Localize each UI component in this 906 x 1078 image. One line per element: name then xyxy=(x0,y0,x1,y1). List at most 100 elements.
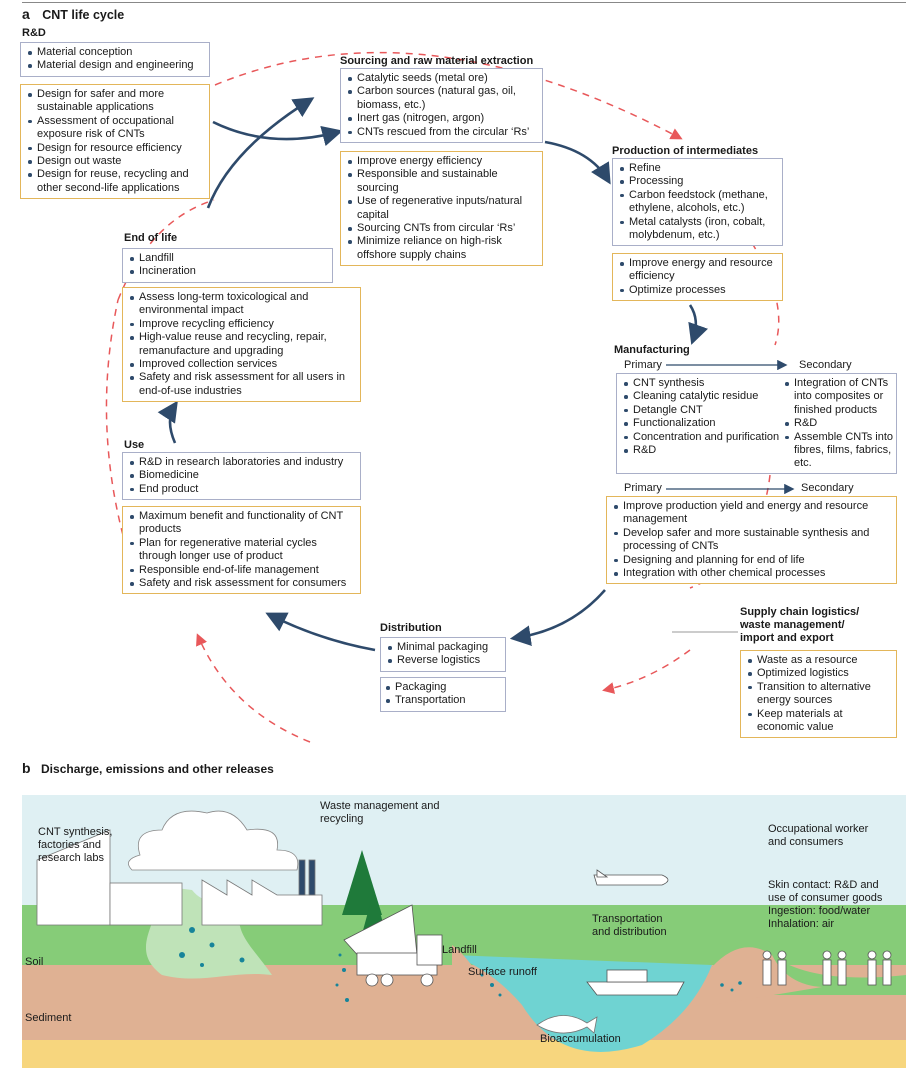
list-item: Improve energy and resource efficiency xyxy=(619,257,776,284)
production-title: Production of intermediates xyxy=(612,145,759,157)
list-item: CNT synthesis xyxy=(623,377,783,390)
label-factories: factories and xyxy=(38,839,101,851)
list-item: Transportation xyxy=(385,694,499,707)
list-item: Material conception xyxy=(27,46,203,59)
list-item: Optimized logistics xyxy=(747,667,890,680)
sourcing-title: Sourcing and raw material extraction xyxy=(340,55,534,67)
label-exposure: Inhalation: air xyxy=(768,918,834,930)
label-factories: research labs xyxy=(38,852,105,864)
list-item: Safety and risk assessment for all users… xyxy=(129,371,354,398)
list-item: Minimal packaging xyxy=(387,641,499,654)
list-item: Improved collection services xyxy=(129,358,354,371)
secondary-label: Secondary xyxy=(801,482,854,494)
label-transport: and distribution xyxy=(592,926,667,938)
research-lab-building xyxy=(36,829,183,926)
rd-goals: Design for safer and more sustainable ap… xyxy=(20,84,210,200)
end-of-life-title: End of life xyxy=(124,232,178,244)
list-item: Material design and engineering xyxy=(27,59,203,72)
label-transport: Transportation xyxy=(592,913,663,925)
list-item: Incineration xyxy=(129,265,326,278)
list-item: Carbon feedstock (methane, ethylene, alc… xyxy=(619,189,776,216)
list-item: Cleaning catalytic residue xyxy=(623,390,783,403)
list-item: Improve production yield and energy and … xyxy=(613,500,890,527)
label-exposure: Skin contact: R&D and xyxy=(768,879,879,891)
sand-layer xyxy=(22,1040,906,1068)
panel-letter: b xyxy=(22,760,31,776)
list-item: Improve recycling efficiency xyxy=(129,318,354,331)
list-item: Assess long-term toxicological and envir… xyxy=(129,291,354,318)
list-item: Improve energy efficiency xyxy=(347,155,536,168)
list-item: Maximum benefit and functionality of CNT… xyxy=(129,510,354,537)
list-item: Design out waste xyxy=(27,155,203,168)
list-item: Catalytic seeds (metal ore) xyxy=(347,72,536,85)
list-item: Processing xyxy=(619,175,776,188)
factory-building xyxy=(201,859,323,926)
label-waste: recycling xyxy=(320,813,363,825)
distribution-title: Distribution xyxy=(380,622,442,634)
list-item: Plan for regenerative material cycles th… xyxy=(129,537,354,564)
list-item: Optimize processes xyxy=(619,284,776,297)
list-item: R&D xyxy=(784,417,894,430)
list-item: Assessment of occupational exposure risk… xyxy=(27,115,203,142)
list-item: Responsible end-of-life management xyxy=(129,564,354,577)
label-runoff: Surface runoff xyxy=(468,966,538,978)
list-item: End product xyxy=(129,483,354,496)
label-waste: Waste management and xyxy=(320,800,439,812)
label-occupational: and consumers xyxy=(768,836,844,848)
rd-title: R&D xyxy=(22,27,46,39)
panel-a-heading: a CNT life cycle xyxy=(22,6,124,24)
list-item: Integration of CNTs into composites or f… xyxy=(784,377,894,417)
list-item: Design for resource efficiency xyxy=(27,142,203,155)
label-factories: CNT synthesis, xyxy=(38,826,112,838)
list-item: Metal catalysts (iron, cobalt, molybdenu… xyxy=(619,216,776,243)
primary-label: Primary xyxy=(624,482,662,494)
ship-icon xyxy=(586,969,685,996)
list-item: Reverse logistics xyxy=(387,654,499,667)
list-item: Responsible and sustainable sourcing xyxy=(347,168,536,195)
people-icons xyxy=(762,950,892,986)
list-item: Use of regenerative inputs/natural capit… xyxy=(347,195,536,222)
list-item: Functionalization xyxy=(623,417,783,430)
secondary-label: Secondary xyxy=(799,359,852,371)
list-item: Detangle CNT xyxy=(623,404,783,417)
list-item: Sourcing CNTs from circular ‘Rs’ xyxy=(347,222,536,235)
label-bioaccumulation: Bioaccumulation xyxy=(540,1033,621,1045)
use-title: Use xyxy=(124,439,145,451)
list-item: Landfill xyxy=(129,252,326,265)
list-item: Packaging xyxy=(385,681,499,694)
list-item: Concentration and purification xyxy=(623,431,783,444)
list-item: Designing and planning for end of life xyxy=(613,554,890,567)
primary-label: Primary xyxy=(624,359,662,371)
label-occupational: Occupational worker xyxy=(768,823,869,835)
list-item: Develop safer and more sustainable synth… xyxy=(613,527,890,554)
list-item: CNTs rescued from the circular ‘Rs’ xyxy=(347,126,536,139)
fish-icon xyxy=(536,1015,598,1034)
list-item: High-value reuse and recycling, repair, … xyxy=(129,331,354,358)
panel-b-heading: b Discharge, emissions and other release… xyxy=(22,760,274,778)
sourcing-activities: Catalytic seeds (metal ore)Carbon source… xyxy=(340,68,543,144)
use-activities: R&D in research laboratories and industr… xyxy=(122,452,361,501)
end-of-life-goals: Assess long-term toxicological and envir… xyxy=(122,287,361,403)
panel-letter: a xyxy=(22,6,30,22)
list-item: Biomedicine xyxy=(129,469,354,482)
label-sediment: Sediment xyxy=(25,1012,71,1024)
panel-title: CNT life cycle xyxy=(42,8,125,22)
airplane-icon xyxy=(593,869,669,886)
list-item: Carbon sources (natural gas, oil, biomas… xyxy=(347,85,536,112)
top-rule xyxy=(22,2,906,3)
label-soil: Soil xyxy=(25,956,43,968)
list-item: Inert gas (nitrogen, argon) xyxy=(347,112,536,125)
manufacturing-title: Manufacturing xyxy=(614,344,690,356)
emission-cloud xyxy=(128,810,299,871)
list-item: Integration with other chemical processe… xyxy=(613,567,890,580)
list-item: Transition to alternative energy sources xyxy=(747,681,890,708)
list-item: Refine xyxy=(619,162,776,175)
label-exposure: Ingestion: food/water xyxy=(768,905,870,917)
label-exposure: use of consumer goods xyxy=(768,892,883,904)
